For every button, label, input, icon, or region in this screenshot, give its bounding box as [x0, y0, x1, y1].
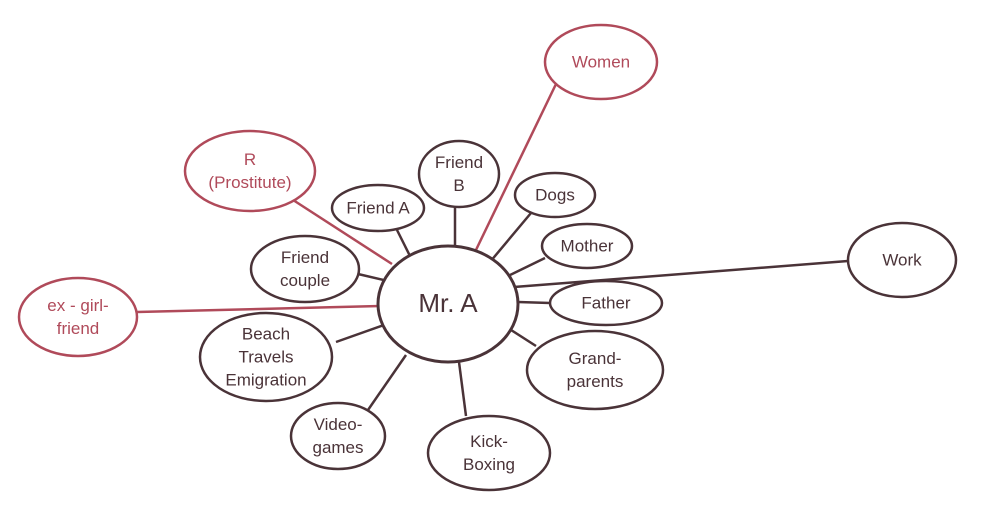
edge-work	[513, 259, 849, 289]
node-label-beach-travels-emigration: Travels	[238, 347, 293, 366]
node-label-work: Work	[882, 250, 922, 269]
node-label-beach-travels-emigration: Beach	[242, 324, 290, 343]
node-friend-a: Friend A	[330, 183, 426, 233]
edge-father	[517, 300, 551, 305]
center-node: Mr. A	[376, 244, 520, 364]
node-ellipse-friend-couple	[249, 234, 361, 304]
edge-women	[473, 83, 558, 253]
node-ellipse-work	[846, 221, 958, 299]
node-label-kick-boxing: Kick-	[470, 432, 508, 451]
node-ellipse-ex-girlfriend	[17, 276, 139, 358]
node-r-prostitute: R (Prostitute)	[183, 129, 317, 213]
edge-kick-boxing	[457, 361, 468, 417]
edge-beach-travels-emigration	[335, 323, 385, 344]
node-label-dogs: Dogs	[535, 185, 575, 204]
node-label-women: Women	[572, 52, 630, 71]
node-friend-couple: Friend couple	[249, 234, 361, 304]
node-label-video-games: games	[312, 438, 363, 457]
node-label-kick-boxing: Boxing	[463, 455, 515, 474]
node-grand-parents: Grand-parents	[525, 329, 665, 411]
connection-lines	[136, 83, 849, 417]
node-ellipse-kick-boxing	[426, 414, 552, 492]
node-ellipse-friend-b	[417, 139, 501, 209]
node-label-friend-b: Friend	[435, 153, 483, 172]
node-ellipse-beach-travels-emigration	[198, 311, 334, 403]
node-label-ex-girlfriend: friend	[57, 319, 100, 338]
node-ellipse-mother	[540, 222, 634, 270]
node-label-r-prostitute: R	[244, 150, 256, 169]
node-label-video-games: Video-	[314, 415, 363, 434]
edge-r-prostitute	[289, 196, 393, 266]
node-ellipse-friend-a	[330, 183, 426, 233]
node-label-friend-couple: Friend	[281, 248, 329, 267]
center-ellipse	[376, 244, 520, 364]
node-label-friend-couple: couple	[280, 271, 330, 290]
edge-ex-girlfriend	[136, 304, 381, 314]
node-label-ex-girlfriend: ex - girl-	[47, 296, 108, 315]
node-label-r-prostitute: (Prostitute)	[208, 173, 291, 192]
node-label-friend-b: B	[453, 176, 464, 195]
node-work: Work	[846, 221, 958, 299]
node-label-father: Father	[581, 293, 630, 312]
node-label-mother: Mother	[561, 236, 614, 255]
node-ellipse-r-prostitute	[183, 129, 317, 213]
edge-grand-parents	[507, 326, 537, 348]
node-dogs: Dogs	[513, 171, 597, 219]
node-label-grand-parents: Grand-	[569, 349, 622, 368]
node-father: Father	[548, 279, 664, 327]
node-ellipse-grand-parents	[525, 329, 665, 411]
node-mother: Mother	[540, 222, 634, 270]
node-label-friend-a: Friend A	[346, 198, 410, 217]
edge-friend-a	[395, 229, 412, 257]
node-women: Women	[543, 23, 659, 101]
edge-mother	[507, 256, 546, 278]
node-ellipse-father	[548, 279, 664, 327]
node-label-grand-parents: parents	[567, 372, 624, 391]
edge-video-games	[366, 354, 408, 411]
node-ex-girlfriend: ex - girl-friend	[17, 276, 139, 358]
node-ellipse-video-games	[289, 401, 387, 471]
node-label-beach-travels-emigration: Emigration	[225, 370, 306, 389]
node-video-games: Video-games	[289, 401, 387, 471]
node-ellipse-women	[543, 23, 659, 101]
center-label: Mr. A	[418, 288, 478, 318]
edge-dogs	[489, 212, 532, 263]
node-kick-boxing: Kick- Boxing	[426, 414, 552, 492]
node-ellipse-dogs	[513, 171, 597, 219]
